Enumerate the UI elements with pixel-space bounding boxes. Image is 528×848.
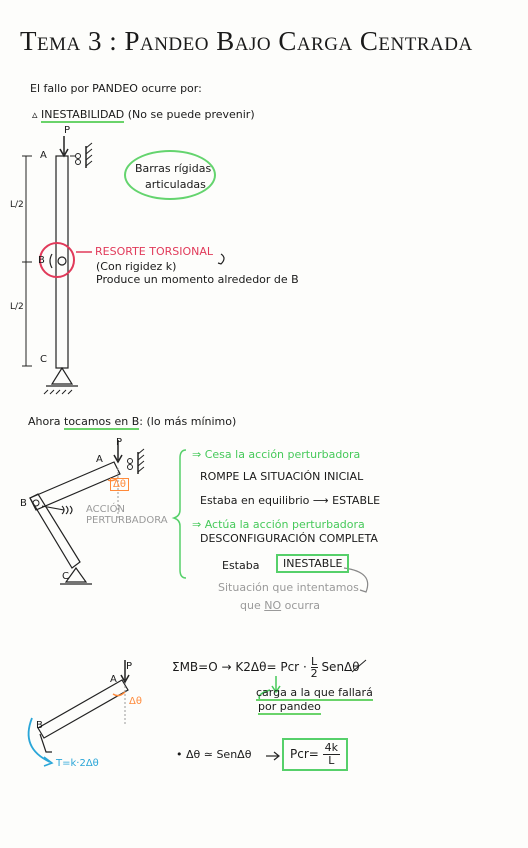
fig1-dim-top: L/2 [10,200,24,210]
state-boxed: INESTABLE [276,554,350,573]
approximation: • Δθ ≃ SenΔθ [176,748,252,761]
fig2-label-c: C [62,571,69,582]
equilibrium-equation: ΣMB=O → K2Δθ= Pcr · L 2 SenΔθ [172,656,360,679]
bullet-instability: INESTABILIDAD [41,108,125,123]
torsional-spring [49,253,53,269]
fig3-angle-arc [112,691,126,697]
fig1-label-b: B [38,255,45,266]
fig2-pin-support [64,566,88,583]
fig3-label-p: P [126,661,133,672]
right-item-1: ROMPE LA SITUACIÓN INICIAL [200,470,364,483]
grey-curved-arrow [343,567,369,593]
pin-support [50,366,74,385]
action-line-2: PERTURBADORA [86,515,168,526]
fig3-delta-theta: Δθ [129,696,142,707]
eq-left: ΣMB=O [172,660,218,674]
bullet-note: (No se puede prevenir) [127,108,255,121]
fig1-label-a: A [40,150,47,161]
section2-heading-suffix: : (lo más mínimo) [139,415,237,428]
fig2-label-a: A [96,454,103,465]
eq-k: K2Δθ [235,660,267,674]
cloud-line-2: articuladas [145,178,206,191]
caption-line-1: carga a la que fallará [256,686,373,701]
state-prefix: Estaba [222,559,260,572]
bar-bc [29,493,81,569]
result-fraction: 4k L [322,741,341,767]
result-lhs: Pcr [290,747,309,761]
eq-eq: = [266,660,277,674]
page-title: Tema 3 : Pandeo Bajo Carga Centrada [20,26,473,56]
fig3-label-a: A [110,674,117,685]
moment-arrow [217,253,225,265]
spring-highlight [39,242,75,278]
eq-dot: · [302,660,307,674]
eq-sen: SenΔθ [321,660,360,674]
right-item-3: ⇒ Actúa la acción perturbadora [192,518,365,531]
right-item-2: Estaba en equilibrio ⟶ ESTABLE [200,494,381,507]
fig1-label-c: C [40,354,47,365]
torque-label: T=k·2Δθ [56,758,99,769]
fig2-label-b: B [20,498,27,509]
right-item-4: DESCONFIGURACIÓN COMPLETA [200,532,378,545]
caption-line-2: por pandeo [258,700,321,715]
section2-heading: Ahora tocamos en B: (lo más mínimo) [28,415,237,430]
fig3-bar [37,679,129,739]
green-brace [171,449,187,579]
fig1-dim-bottom: L/2 [10,302,24,312]
hinge-b [57,256,67,266]
note-line-2: que NO ocurra [240,599,320,612]
torque-arc [27,717,51,763]
intro-bullet: ▵ INESTABILIDAD (No se puede prevenir) [32,108,255,123]
rigid-bars-cloud [124,150,216,200]
spring-line-2: Produce un momento alrededor de B [96,273,299,286]
result-box: Pcr= 4k L [282,738,349,771]
fig2-delta-theta: Δθ [110,478,129,491]
fig1-label-p: P [64,125,71,136]
disturbing-action-arrow [41,505,73,515]
fig2-label-p: P [116,437,123,448]
cloud-line-1: Barras rígidas [135,162,212,175]
note-line-1: Situación que intentamos [218,581,359,594]
action-line-1: ACCIÓN [86,504,125,515]
eq-fraction: L 2 [310,655,318,680]
spring-title: RESORTE TORSIONAL [95,245,214,258]
triangle-icon: ▵ [32,108,38,121]
fig3-label-b: B [36,720,43,731]
intro-line: El fallo por PANDEO ocurre por: [30,82,202,95]
eq-pcr: Pcr [280,660,300,674]
right-item-0: ⇒ Cesa la acción perturbadora [192,448,361,461]
section2-heading-prefix: Ahora [28,415,61,428]
top-support-hatch [85,142,93,167]
eq-arrow: → [221,660,232,674]
result-eq: = [308,747,319,761]
section2-heading-underlined: tocamos en B [64,415,140,430]
spring-line-1: (Con rigidez k) [96,260,177,273]
